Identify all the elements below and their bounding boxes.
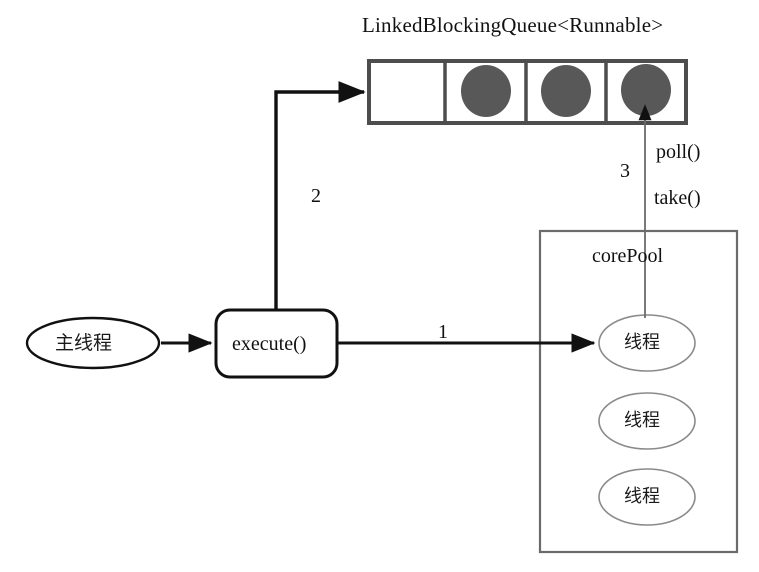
edge-2-execute-to-queue: [274, 81, 366, 310]
queue-task-circle-1: [461, 65, 511, 117]
queue-task-circle-3: [621, 64, 671, 116]
core-pool-container: [538, 229, 739, 554]
main-thread-ellipse: [25, 316, 161, 370]
thread-ellipse-2: [598, 392, 696, 450]
queue-task-circle-2: [541, 65, 591, 117]
execute-box: [214, 308, 339, 379]
thread-ellipse-3: [598, 468, 696, 526]
thread-ellipse-1: [598, 314, 696, 372]
